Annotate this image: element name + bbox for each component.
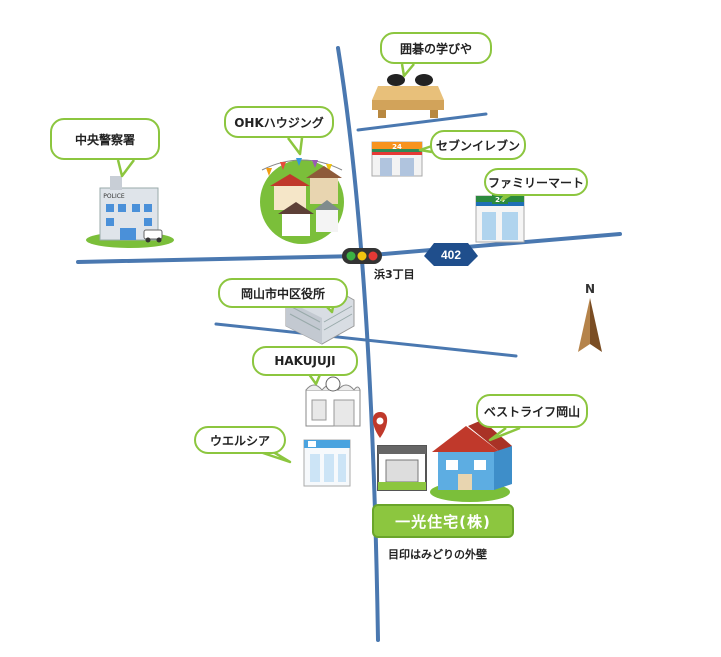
place-label-go-school: 囲碁の学びや <box>399 41 472 56</box>
bakery-shop-icon <box>305 376 361 427</box>
place-label-welcia: ウエルシア <box>209 433 270 448</box>
target-landmark-note: 目印はみどりの外壁 <box>388 548 487 561</box>
svg-text:24: 24 <box>392 143 402 151</box>
traffic-signal-icon <box>342 248 382 264</box>
north-compass-icon: N <box>578 282 602 352</box>
place-label-hakujuji: HAKUJUJI <box>274 354 336 368</box>
place-label-police: 中央警察署 <box>74 132 135 147</box>
callout-bestlife: ベストライフ岡山 <box>476 394 588 428</box>
compass-label: N <box>585 282 595 296</box>
police-station-icon: POLICE <box>86 176 174 248</box>
seven-eleven-store-icon: 24 <box>371 141 423 177</box>
callout-familymart: ファミリーマート <box>484 168 588 196</box>
place-label-seven-eleven: セブンイレブン <box>435 138 520 153</box>
road-south-branch <box>214 322 518 358</box>
place-label-city-office: 岡山市中区役所 <box>240 286 325 301</box>
housing-cluster-icon <box>260 158 344 244</box>
callout-go-school: 囲碁の学びや <box>380 32 492 64</box>
route-402-badge: 402 <box>424 243 478 266</box>
target-office-icon <box>377 445 427 491</box>
pharmacy-icon <box>303 439 351 487</box>
intersection-label: 浜3丁目 <box>374 268 415 281</box>
location-pin-icon <box>372 412 388 438</box>
callout-police: 中央警察署 <box>50 118 160 160</box>
main-road-vertical <box>336 46 380 642</box>
place-label-bestlife: ベストライフ岡山 <box>483 404 581 419</box>
route-number: 402 <box>441 248 461 262</box>
callout-welcia: ウエルシア <box>194 426 286 454</box>
place-label-familymart: ファミリーマート <box>487 175 584 190</box>
callout-city-office: 岡山市中区役所 <box>218 278 348 308</box>
place-label-ohk-housing: OHKハウジング <box>234 115 324 130</box>
callout-hakujuji: HAKUJUJI <box>252 346 358 376</box>
familymart-store-icon: 24 <box>475 192 525 243</box>
svg-text:24: 24 <box>495 196 505 204</box>
go-board-icon <box>372 74 444 118</box>
svg-text:POLICE: POLICE <box>103 193 125 200</box>
road-north-branch <box>356 112 488 132</box>
callout-seven-eleven: セブンイレブン <box>430 130 526 160</box>
callout-ohk-housing: OHKハウジング <box>224 106 334 138</box>
model-house-icon <box>430 420 512 502</box>
target-name-badge: 一光住宅(株) <box>372 504 514 538</box>
